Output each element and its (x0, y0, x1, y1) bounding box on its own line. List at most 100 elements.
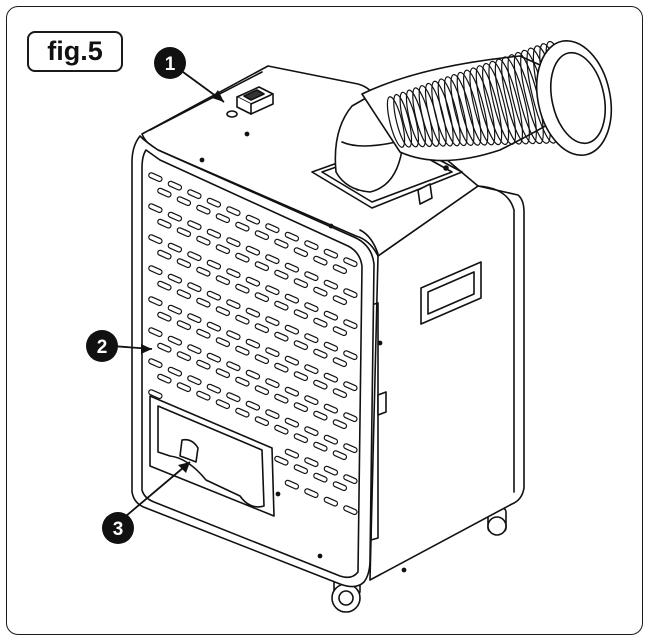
grille-slot (274, 300, 289, 311)
grille-slot (148, 265, 163, 276)
grille-slot (196, 328, 211, 339)
side-panel (369, 185, 525, 581)
grille-slot (215, 244, 231, 255)
grille-slot (167, 180, 183, 191)
grille-slot (226, 206, 241, 217)
grille-slot (206, 290, 222, 301)
grille-slot (293, 371, 309, 382)
grille-slot (293, 247, 309, 258)
hose-rib (443, 76, 468, 147)
grille-slot (206, 352, 222, 363)
callout-1: 1 (154, 47, 186, 79)
hose-rib (488, 60, 517, 145)
grille-slot (176, 351, 192, 362)
figure-frame (6, 6, 643, 635)
grille-slot (284, 293, 300, 304)
grille-slot (226, 330, 241, 341)
grille-slot (167, 304, 183, 315)
grille-slot (304, 240, 319, 251)
grille-slot (245, 276, 261, 287)
grille-slot (323, 465, 339, 476)
grille-slot (176, 320, 192, 331)
grille-slot (323, 403, 339, 414)
hose-rib (494, 58, 524, 145)
grille-slot (304, 364, 319, 375)
hose-rib (501, 56, 530, 145)
grille-slot (254, 230, 270, 241)
grille-slot (226, 268, 241, 279)
grille-slot (226, 237, 241, 248)
grille-slot (245, 214, 261, 225)
grille-slot (323, 434, 339, 445)
grille-slot (196, 266, 211, 277)
grille-slot (323, 248, 339, 259)
grille-slot (196, 297, 211, 308)
grille-slot (206, 321, 222, 332)
grille-slot (206, 197, 222, 208)
grille-slot (343, 505, 358, 516)
grille-slot (157, 249, 172, 260)
grille-slot (196, 235, 211, 246)
callout-3-leader (125, 461, 191, 517)
grille-slot (274, 362, 289, 373)
grille-slot (187, 282, 202, 293)
grille-slot (323, 496, 339, 507)
grille-slot (304, 457, 319, 468)
grille-slot (215, 368, 231, 379)
grille-slot (148, 296, 163, 307)
hose-rib (386, 96, 406, 148)
grille-slot (343, 257, 358, 268)
grille-slot (226, 392, 241, 403)
grille-slot (284, 262, 300, 273)
exhaust-hose (361, 39, 613, 162)
grille-slot (323, 372, 339, 383)
grille-slot (148, 358, 163, 369)
grille-slot (235, 314, 250, 325)
grille-slot (274, 269, 289, 280)
grille-slot (196, 204, 211, 215)
hose-rib (437, 78, 461, 147)
grille-slot (313, 472, 328, 483)
callout-3: 3 (102, 512, 134, 544)
hose-rib (469, 67, 496, 146)
grille-slot (235, 283, 250, 294)
hose-rib (475, 65, 503, 146)
grille-slot (274, 424, 289, 435)
grille-slot (187, 344, 202, 355)
grille-slot (157, 311, 172, 322)
grille-slot (167, 273, 183, 284)
grille-slot (226, 299, 241, 310)
grille-slot (313, 255, 328, 266)
grille-slot (206, 383, 222, 394)
grille-slot (304, 488, 319, 499)
grille-slot (323, 341, 339, 352)
grille-slot (343, 412, 358, 423)
grille-slot (265, 254, 280, 265)
grille-slot (187, 375, 202, 386)
grille-slot (254, 416, 270, 427)
grille-slot (176, 382, 192, 393)
grille-slot (176, 196, 192, 207)
grille-slot (215, 306, 231, 317)
grille-slot (167, 211, 183, 222)
grille-slot (235, 252, 250, 263)
callout-2-number: 2 (97, 337, 108, 358)
grille-slot (313, 286, 328, 297)
grille-slot (284, 324, 300, 335)
grille-slot (265, 285, 280, 296)
grille-slot (187, 220, 202, 231)
grille-slot (254, 261, 270, 272)
grille-slot (343, 319, 358, 330)
grille-slot (332, 326, 348, 337)
grille-slot (206, 228, 222, 239)
grille-slot (196, 359, 211, 370)
grille-slot (284, 386, 300, 397)
grille-slot (176, 227, 192, 238)
grille-slot (176, 258, 192, 269)
grille-slot (265, 347, 280, 358)
grille-slot (284, 479, 300, 490)
grille-slot (196, 390, 211, 401)
grille-slot (304, 271, 319, 282)
grille-slot (274, 393, 289, 404)
